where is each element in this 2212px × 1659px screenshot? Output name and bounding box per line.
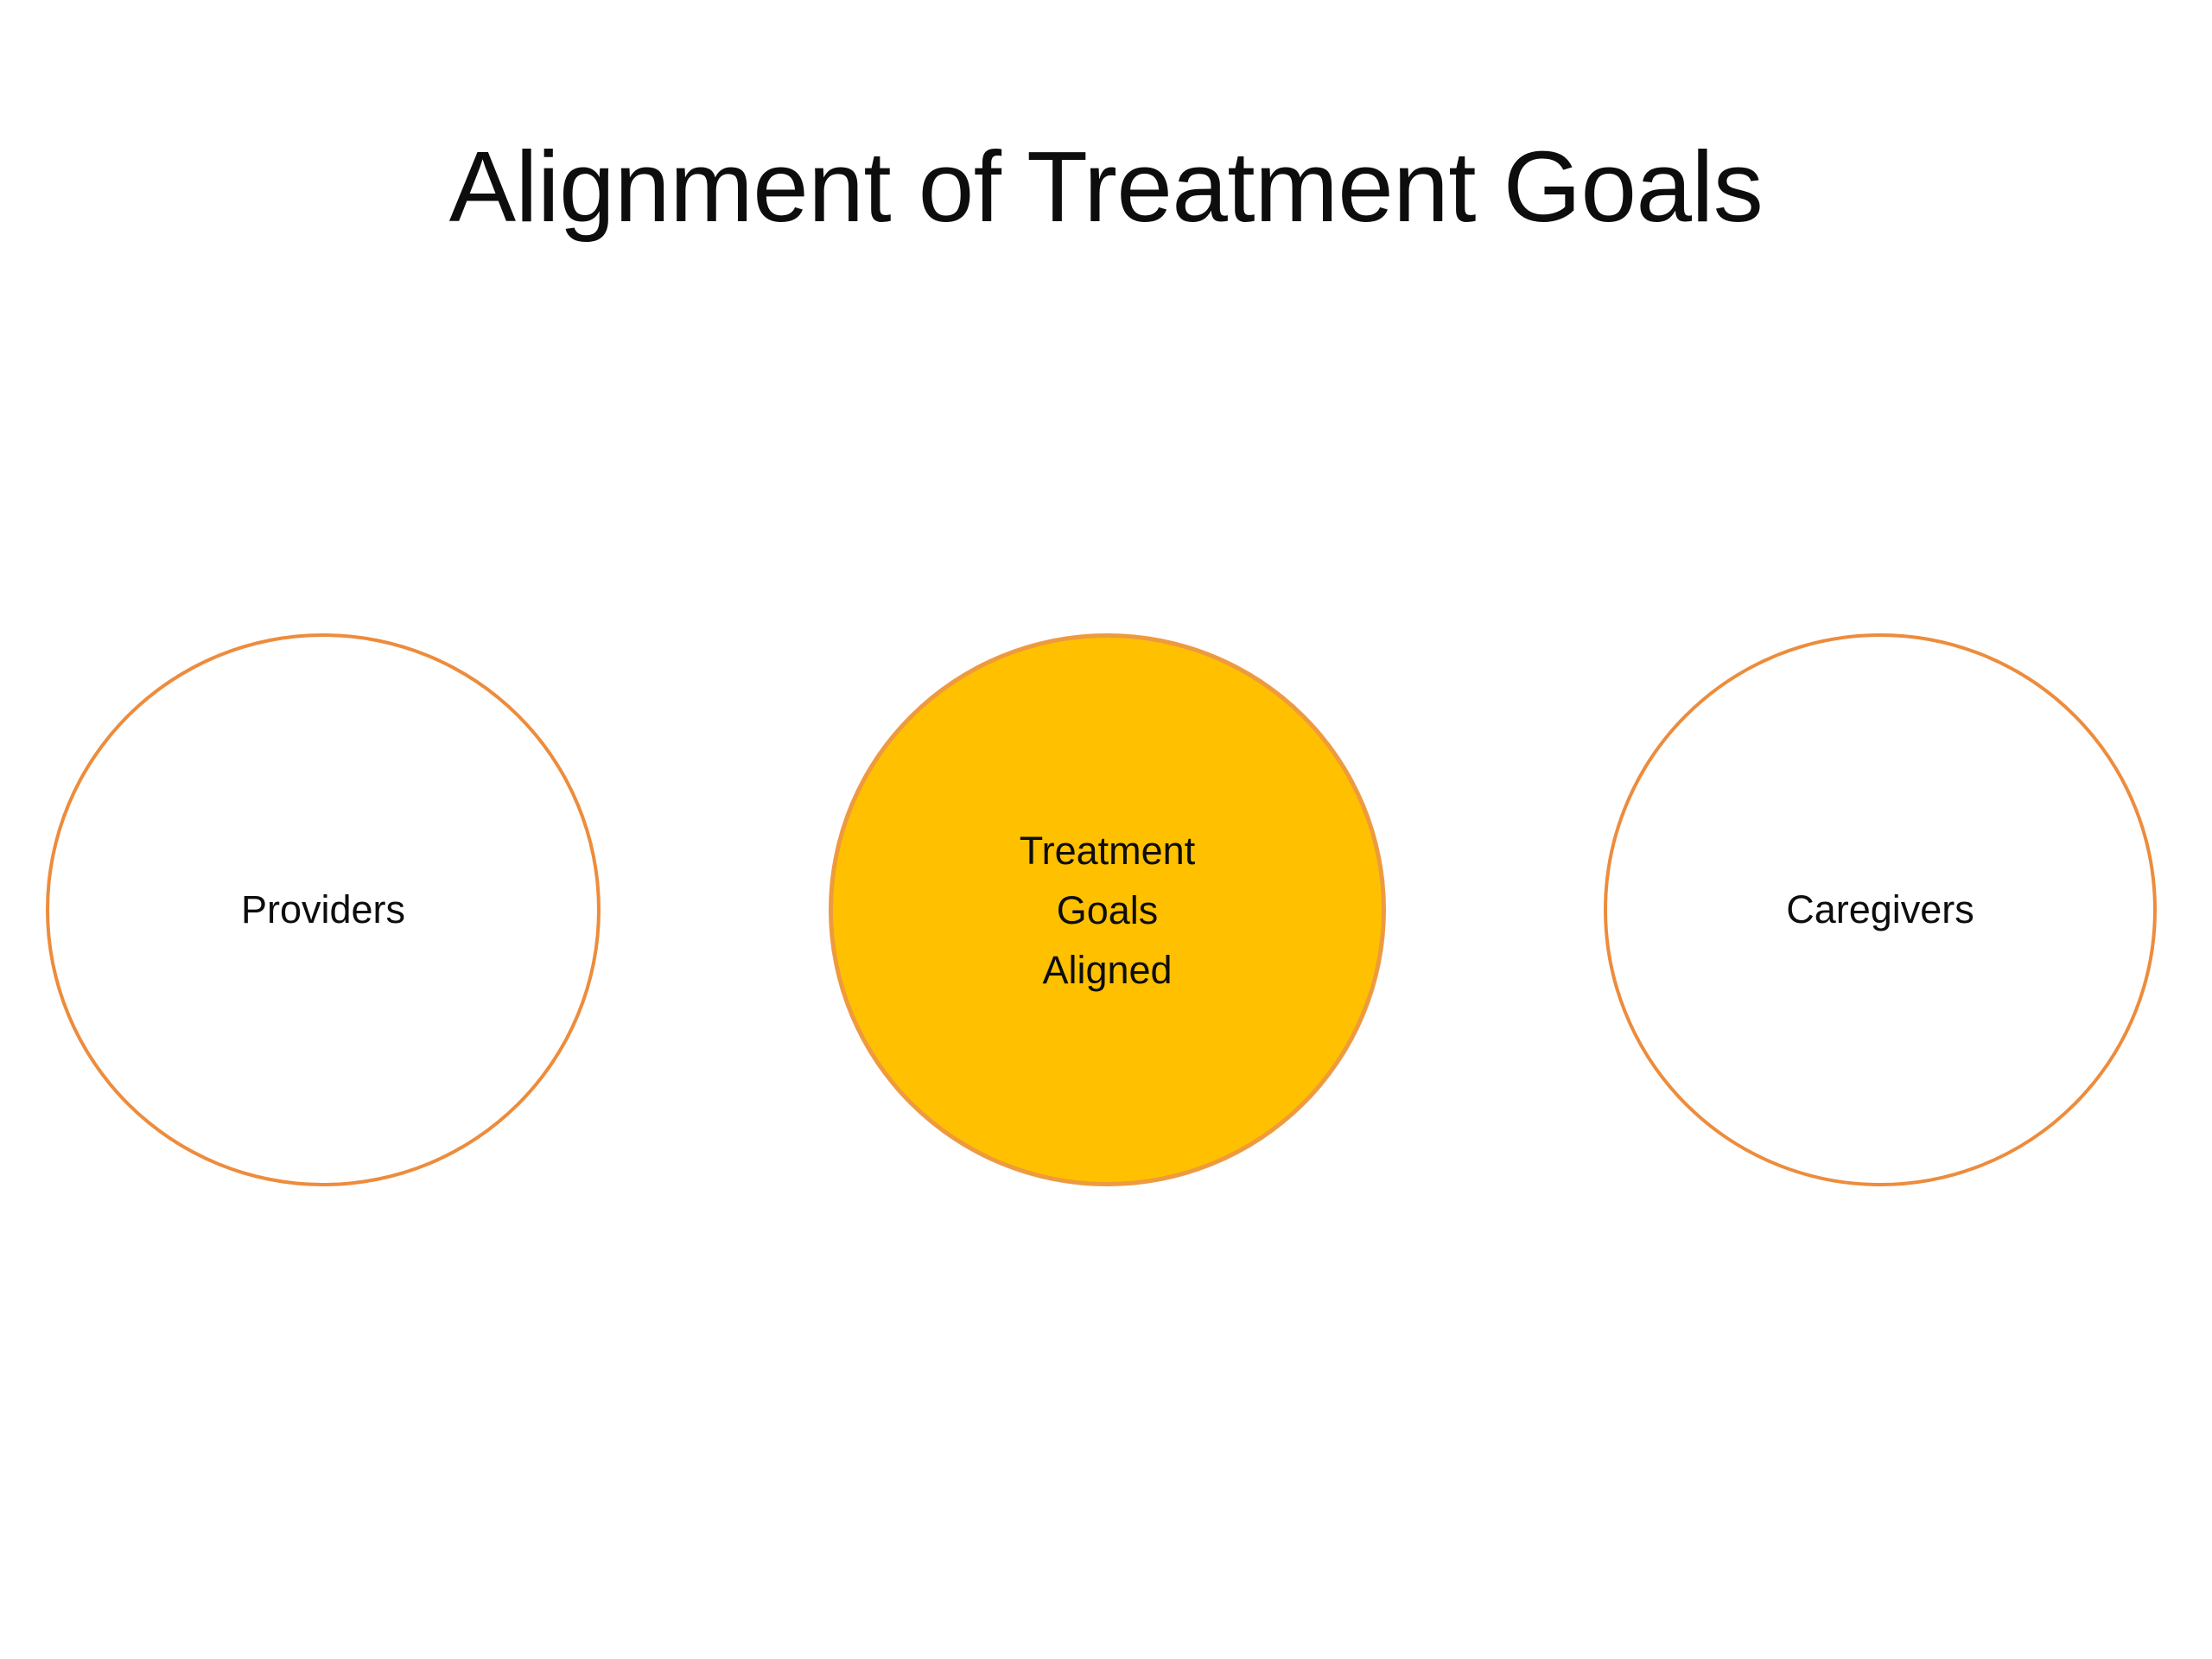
circle-treatment-goals-aligned[interactable]: Treatment Goals Aligned (829, 633, 1386, 1186)
circle-caregivers[interactable]: Caregivers (1604, 633, 2157, 1186)
circle-providers-label: Providers (240, 887, 406, 931)
circle-treatment-goals-aligned-label: Treatment Goals Aligned (1019, 828, 1196, 992)
page-title: Alignment of Treatment Goals (448, 130, 1764, 243)
circle-providers[interactable]: Providers (46, 633, 601, 1186)
circle-caregivers-label: Caregivers (1786, 887, 1974, 931)
